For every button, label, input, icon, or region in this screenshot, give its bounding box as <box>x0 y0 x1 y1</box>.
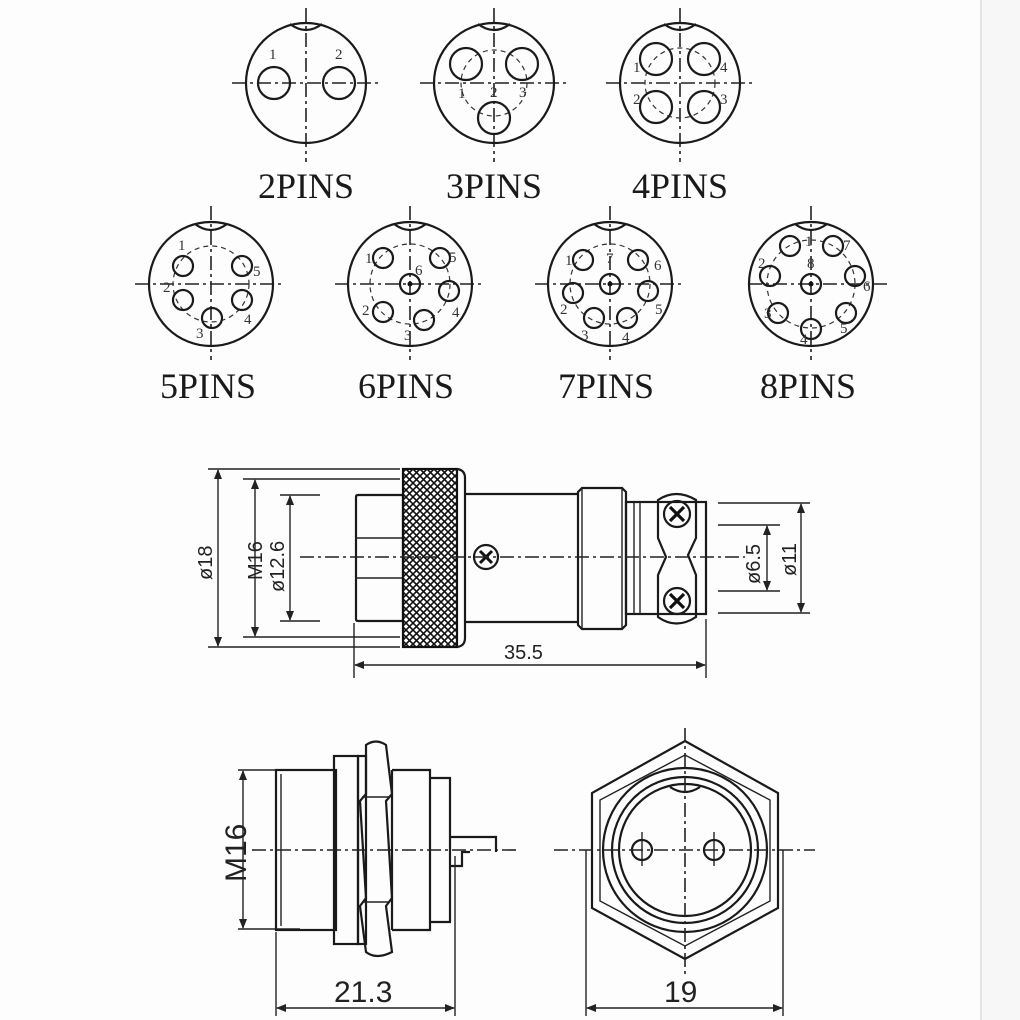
socket-side-view: M16 21.3 <box>220 740 520 1016</box>
svg-text:6: 6 <box>415 263 423 279</box>
svg-text:3: 3 <box>581 328 589 344</box>
svg-text:3: 3 <box>519 85 527 101</box>
svg-text:6: 6 <box>654 258 662 274</box>
svg-text:7: 7 <box>843 238 851 254</box>
svg-text:2: 2 <box>335 47 343 63</box>
pin-layout-4: 1 2 3 4 4PINS <box>606 8 752 206</box>
svg-text:2: 2 <box>633 92 641 108</box>
svg-text:3: 3 <box>764 306 772 322</box>
svg-text:3: 3 <box>196 326 204 342</box>
dim-socket-length: 21.3 <box>334 976 392 1009</box>
pin-layout-7: 1 2 3 4 5 6 7 7PINS <box>535 206 685 406</box>
label-3pins: 3PINS <box>446 166 542 206</box>
dim-inner-diameter: ø12.6 <box>267 541 289 592</box>
svg-text:6: 6 <box>863 279 871 295</box>
pin-layout-8: 1 2 3 5 4 6 7 8 8PINS <box>747 206 888 406</box>
svg-text:4: 4 <box>452 305 460 321</box>
svg-text:5: 5 <box>253 264 261 280</box>
dim-socket-thread: M16 <box>220 824 253 882</box>
svg-text:1: 1 <box>458 86 466 102</box>
svg-text:2: 2 <box>490 85 498 101</box>
svg-text:1: 1 <box>633 60 641 76</box>
svg-text:4: 4 <box>720 60 728 76</box>
svg-text:2: 2 <box>362 303 370 319</box>
dim-outer-diameter: ø18 <box>195 546 217 580</box>
dim-thread: M16 <box>245 541 267 580</box>
svg-text:8: 8 <box>807 256 815 272</box>
plug-side-view: ø18 M16 ø12.6 <box>195 467 810 678</box>
svg-text:5: 5 <box>449 250 457 266</box>
svg-text:7: 7 <box>606 251 614 267</box>
label-4pins: 4PINS <box>632 166 728 206</box>
svg-text:1: 1 <box>805 234 813 250</box>
svg-text:4: 4 <box>622 330 630 346</box>
dim-length: 35.5 <box>504 642 543 664</box>
pin-layout-3: 1 2 3 3PINS <box>420 8 566 206</box>
svg-text:2: 2 <box>560 302 568 318</box>
svg-text:2: 2 <box>163 280 171 296</box>
right-border-line <box>980 0 982 1020</box>
svg-text:3: 3 <box>404 328 412 344</box>
svg-text:1: 1 <box>269 47 277 63</box>
svg-text:2: 2 <box>758 256 766 272</box>
svg-text:1: 1 <box>178 238 186 254</box>
label-5pins: 5PINS <box>160 366 256 406</box>
pin-layout-2: 1 2 2PINS <box>232 8 380 206</box>
label-2pins: 2PINS <box>258 166 354 206</box>
svg-text:1: 1 <box>365 251 373 267</box>
pin-layout-6: 1 2 3 4 5 6 6PINS <box>335 206 485 406</box>
svg-text:5: 5 <box>655 302 663 318</box>
svg-text:3: 3 <box>720 92 728 108</box>
pin-layout-5: 1 2 3 4 5 5PINS <box>135 206 285 406</box>
dim-cable-diameter: ø6.5 <box>743 544 765 584</box>
svg-text:4: 4 <box>800 332 808 348</box>
label-8pins: 8PINS <box>760 366 856 406</box>
socket-front-view: 19 <box>554 728 815 1016</box>
svg-text:4: 4 <box>244 312 252 328</box>
dim-clamp-diameter: ø11 <box>779 543 801 576</box>
right-margin <box>982 0 1020 1020</box>
label-6pins: 6PINS <box>358 366 454 406</box>
svg-text:5: 5 <box>840 321 848 337</box>
svg-text:1: 1 <box>565 253 573 269</box>
label-7pins: 7PINS <box>558 366 654 406</box>
dim-socket-width: 19 <box>664 976 697 1009</box>
